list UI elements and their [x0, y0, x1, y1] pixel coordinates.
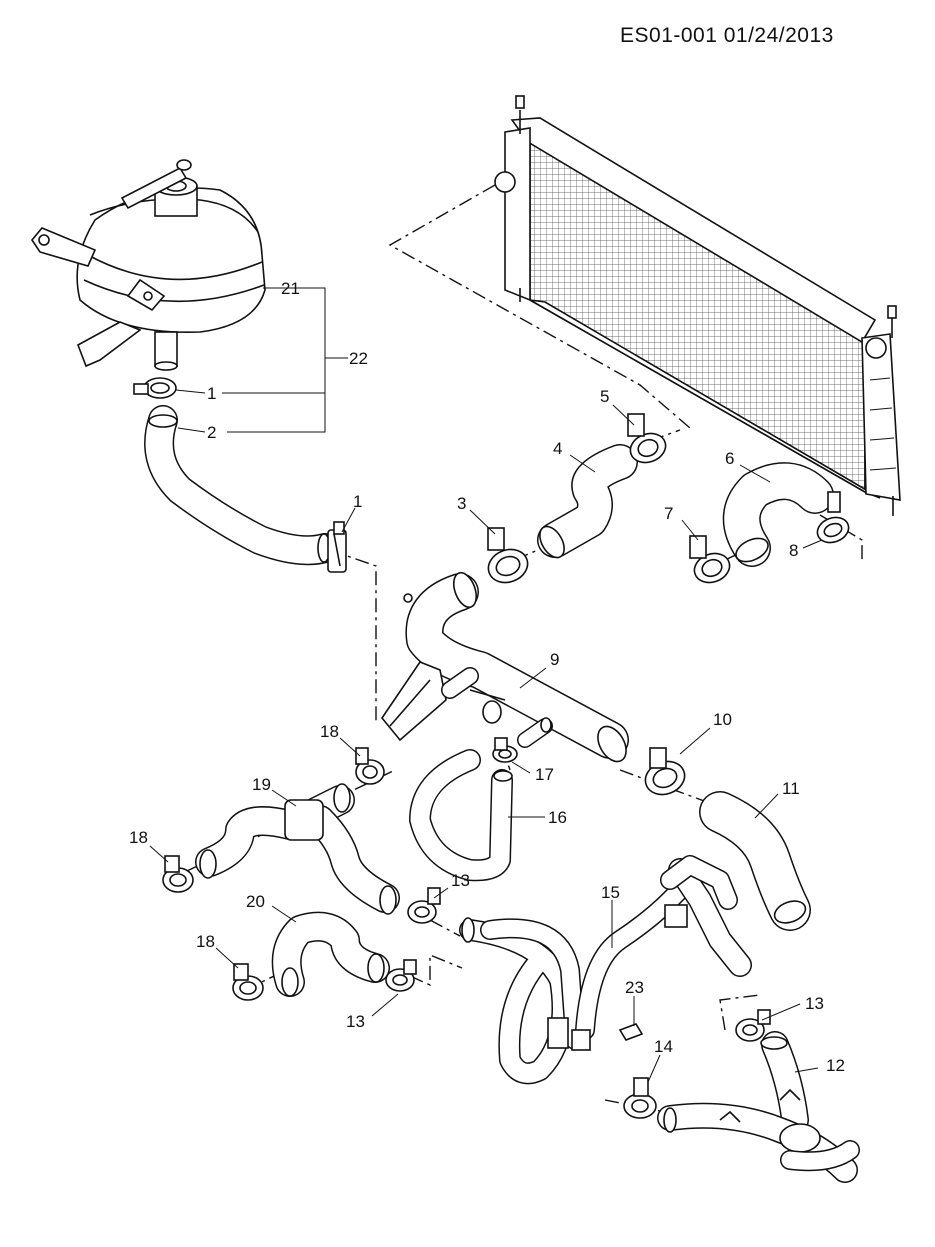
callout-6: 6	[725, 449, 734, 468]
clamp-7	[689, 535, 731, 584]
clamp-18-upper	[355, 747, 385, 785]
clamp-1-hose	[327, 521, 347, 573]
callout-8: 8	[789, 541, 798, 560]
callout-20: 20	[246, 892, 265, 911]
radiator	[494, 95, 901, 516]
clamp-1-tank	[133, 377, 177, 399]
callout-22: 22	[349, 349, 368, 368]
expansion-tank	[31, 159, 266, 371]
hose-11	[699, 791, 811, 931]
callout-13-low: 13	[346, 1012, 365, 1031]
callout-5: 5	[600, 387, 609, 406]
callout-18-left: 18	[129, 828, 148, 847]
clamp-13-mid	[407, 887, 441, 924]
document-id-date: ES01-001 01/24/2013	[620, 24, 834, 47]
callout-19: 19	[252, 775, 271, 794]
callout-11: 11	[782, 779, 800, 798]
callout-15: 15	[601, 883, 620, 902]
callout-21: 21	[281, 279, 300, 298]
pipe-9	[381, 571, 629, 763]
callout-13-mid: 13	[451, 871, 470, 890]
hose-16	[409, 717, 553, 882]
callout-12: 12	[826, 1056, 845, 1075]
callout-23: 23	[625, 978, 644, 997]
callout-17: 17	[535, 765, 554, 784]
callout-14: 14	[654, 1037, 673, 1056]
callout-18-lower: 18	[196, 932, 215, 951]
callout-7: 7	[664, 504, 673, 523]
callout-4: 4	[553, 439, 562, 458]
callout-1-hose: 1	[353, 492, 362, 511]
clamp-13-right	[735, 1009, 771, 1042]
callout-16: 16	[548, 808, 567, 827]
hose-clamps	[133, 377, 850, 1119]
callout-18-upper: 18	[320, 722, 339, 741]
clamp-13-low	[385, 959, 417, 992]
clamp-18-left	[162, 855, 194, 893]
clamp-8	[816, 491, 850, 544]
hose-19	[195, 783, 400, 915]
callout-10: 10	[713, 710, 732, 729]
hose-2	[144, 405, 340, 566]
callout-9: 9	[550, 650, 559, 669]
callout-13-right: 13	[805, 994, 824, 1013]
callout-1-tank: 1	[207, 384, 216, 403]
hose-4	[537, 444, 638, 559]
callout-3: 3	[457, 494, 466, 513]
leader-lines	[149, 287, 823, 1083]
hose-15	[459, 855, 752, 1085]
callout-labels: 21 22 1 2 1 3 4 5 6 7 8 9 10 11 17 16 18…	[129, 279, 845, 1075]
hose-12	[657, 1031, 860, 1183]
clamp-10	[644, 747, 686, 796]
clamp-17	[492, 737, 518, 763]
clamp-3	[487, 527, 529, 584]
clamp-14	[623, 1077, 657, 1119]
hose-6	[722, 462, 834, 567]
plug-23	[618, 1023, 644, 1041]
callout-2: 2	[207, 423, 216, 442]
clamp-5	[627, 413, 667, 464]
clamp-18-lower	[232, 963, 264, 1001]
hose-20	[271, 911, 390, 997]
